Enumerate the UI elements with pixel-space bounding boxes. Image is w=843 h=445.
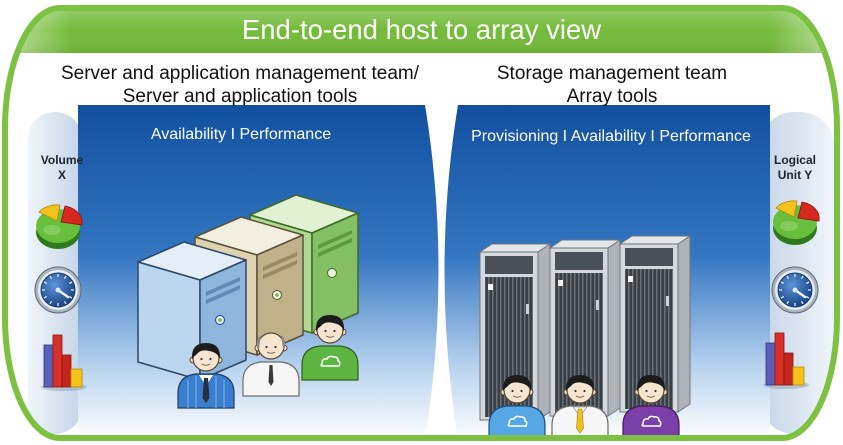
right-panel-caption: Provisioning I Availability I Performanc… — [471, 128, 751, 145]
right-side-label-line-2: Unit Y — [777, 168, 813, 182]
person-icon — [622, 375, 680, 438]
left-panel-caption: Availability I Performance — [150, 126, 332, 143]
right-header-line-1: Storage management team — [496, 63, 728, 84]
outer-frame — [2, 5, 840, 441]
pie-chart-icon — [36, 204, 83, 249]
right-header-line-2: Array tools — [566, 86, 658, 107]
diagram-title: End-to-end host to array view — [241, 14, 602, 45]
right-section-header: Storage management team Array tools — [452, 62, 772, 108]
person-icon — [488, 375, 546, 438]
left-section-header: Server and application management team/ … — [30, 62, 450, 108]
gauge-icon — [34, 266, 82, 314]
bar-chart-icon — [763, 332, 809, 389]
bar-chart-icon — [41, 334, 87, 391]
person-icon — [301, 315, 359, 381]
left-header-line-2: Server and application tools — [122, 86, 358, 107]
title-banner — [5, 8, 837, 53]
person-icon — [242, 332, 300, 397]
right-side-label: Logical Unit Y — [762, 153, 828, 183]
person-icon — [177, 343, 235, 409]
left-side-label-line-1: Volume — [40, 153, 84, 167]
left-side-label-line-2: X — [57, 168, 66, 182]
pie-chart-icon — [773, 200, 820, 245]
left-header-line-1: Server and application management team/ — [60, 63, 420, 84]
left-side-label: Volume X — [36, 153, 88, 183]
gauge-icon — [771, 266, 819, 314]
right-side-label-line-1: Logical — [773, 153, 816, 167]
person-icon — [551, 375, 609, 438]
